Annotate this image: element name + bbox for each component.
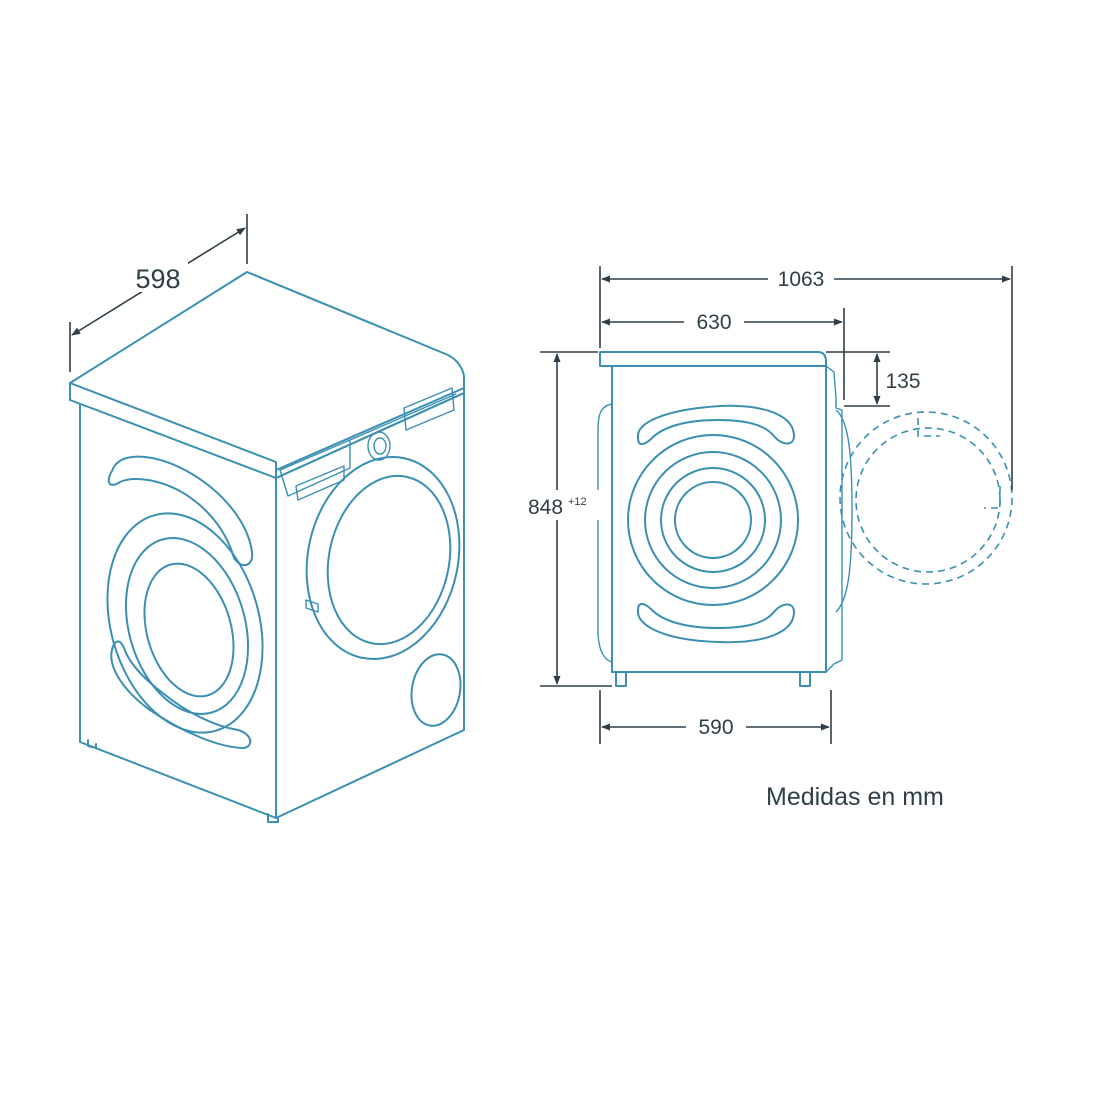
side-body <box>611 365 827 673</box>
side-arc-top <box>636 404 795 445</box>
side-foot-front <box>799 671 811 687</box>
side-back-panel <box>597 403 613 663</box>
side-foot-rear <box>615 671 627 687</box>
iso-side-arc-top <box>107 455 254 567</box>
height-label-bg <box>524 490 600 520</box>
side-ring-2 <box>644 451 782 589</box>
open-door-outer <box>839 411 1013 585</box>
iso-service-flap <box>410 653 462 727</box>
iso-control-panel <box>279 439 351 497</box>
top-depth-label-bg <box>684 307 744 337</box>
total-depth-dimension: 1063 <box>599 264 1013 490</box>
base-depth-dimension: 590 <box>599 690 832 744</box>
side-top-panel <box>599 351 827 367</box>
iso-side-ring-mid <box>124 537 250 715</box>
door-projection-value: 135 <box>885 370 920 393</box>
side-ring-4 <box>674 481 752 559</box>
iso-door-glass <box>326 474 452 646</box>
iso-width-dimension: 598 <box>69 214 248 372</box>
total-depth-label-bg <box>768 264 834 294</box>
iso-door-handle <box>305 599 319 613</box>
base-depth-value: 590 <box>698 716 733 739</box>
height-dimension: 848 +12 <box>524 351 612 687</box>
iso-side-ring-inner <box>143 562 235 698</box>
base-depth-label-bg <box>686 712 746 742</box>
iso-top-panel <box>69 271 465 471</box>
iso-program-knob <box>367 431 391 461</box>
iso-front-panel <box>275 392 465 819</box>
side-view <box>597 351 1013 687</box>
open-door-handle <box>984 486 1001 509</box>
iso-display <box>403 387 455 431</box>
top-depth-dimension: 630 <box>601 307 845 400</box>
iso-foot-right <box>267 813 279 823</box>
iso-detergent-drawer <box>295 465 345 501</box>
door-projection-label-bg <box>880 368 928 396</box>
height-tolerance: +12 <box>568 496 587 508</box>
open-door-inner <box>855 427 1001 573</box>
side-front-strip <box>825 365 843 673</box>
height-value: 848 <box>528 496 563 519</box>
iso-top-front-edge <box>69 382 277 479</box>
iso-door-outer <box>305 456 461 660</box>
iso-width-label-bg <box>128 258 188 292</box>
iso-foot-left <box>87 739 97 749</box>
side-ring-1 <box>627 434 799 606</box>
iso-program-knob-inner <box>373 437 387 455</box>
door-projection-dimension: 135 <box>826 351 928 407</box>
open-door-hinge-top <box>917 418 940 437</box>
iso-panel-divider <box>349 393 457 441</box>
width-value: 598 <box>135 264 180 294</box>
side-ring-3 <box>660 467 766 573</box>
total-depth-value: 1063 <box>778 268 825 291</box>
side-door-profile <box>835 409 853 613</box>
isometric-view <box>69 271 465 823</box>
iso-side-arc-bottom <box>110 640 252 749</box>
units-note: Medidas en mm <box>766 783 944 811</box>
iso-side-ring-outer <box>106 512 264 734</box>
top-depth-value: 630 <box>696 311 731 334</box>
side-arc-bottom <box>636 603 795 644</box>
iso-side-panel <box>79 403 277 819</box>
